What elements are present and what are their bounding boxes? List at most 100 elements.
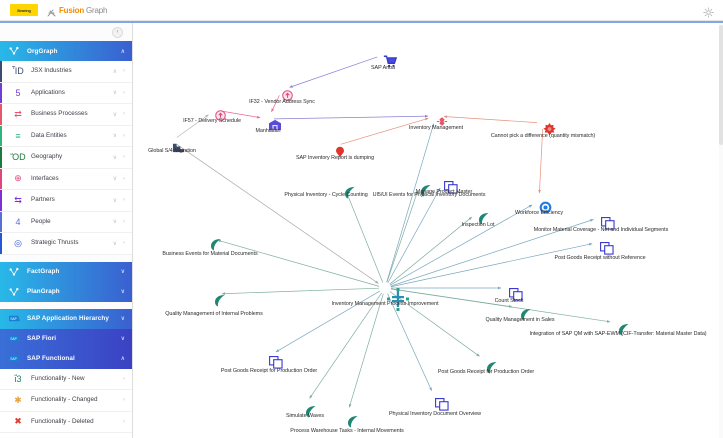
graph-node-label: Monitor Material Coverage - Net and Indi… [534,227,668,233]
arrow-right-icon[interactable]: › [123,219,125,225]
graph-node-label: Manage Product Master [416,189,472,195]
arrow-right-icon[interactable]: › [123,176,125,182]
graph-edge [390,217,472,284]
arrow-right-icon[interactable]: › [123,240,125,246]
arrow-right-icon[interactable]: › [123,90,125,96]
sidebar-section-label: SAP Fiori [27,335,121,342]
item-accent-bar [0,233,2,254]
graph-node-label: Physical Inventory Document Overview [389,411,481,417]
arrow-right-icon[interactable]: › [123,197,125,203]
sidebar-item-label: Functionality - Deleted [27,418,115,426]
sidebar-collapse-button[interactable]: ‹ [112,27,123,38]
graph-node-label: SAP Ariba [371,65,395,71]
sidebar-item-interfaces[interactable]: ⊕Interfaces∨ › [0,169,132,191]
sidebar-item-data-entities[interactable]: ≡Data Entities∨ › [0,126,132,148]
sidebar-collapse-row: ‹ [0,23,132,41]
graph-edge [310,293,382,398]
sidebar-item-functionality-new[interactable]: ἴ3Functionality - New› [0,369,132,391]
sidebar-section-label: FactGraph [27,268,121,275]
sidebar-item-geography[interactable]: ὌDGeography∨› [0,147,132,169]
canvas-scrollbar-track[interactable] [719,23,723,438]
svg-text:SAP: SAP [10,317,16,321]
chevron-icon[interactable]: ∨ [113,154,117,161]
sidebar-section-label: SAP Functional [27,355,121,362]
sidebar-section-label: OrgGraph [27,48,121,55]
sidebar-item-functionality-deprecated[interactable]: ὄEFunctionality - Deprecated› [0,433,132,438]
sidebar-item-label: Applications [27,89,111,97]
database-icon: ≡ [9,131,27,141]
arrow-right-icon[interactable]: › [123,397,125,403]
item-accent-bar [0,61,2,82]
sidebar-item-jsx-industries[interactable]: ἾDJSX Industries∧› [0,61,132,83]
arrow-right-icon[interactable]: › [123,154,125,160]
gear-icon[interactable] [703,5,714,16]
sap-icon: SAP [9,315,20,322]
graph-edge [290,57,378,87]
item-accent-bar [0,104,2,125]
sidebar-item-partners[interactable]: ⇆Partners∨› [0,190,132,212]
item-accent-bar [0,126,2,147]
header-actions [703,5,714,16]
chevron-icon: ∧ [121,48,125,55]
chevron-icon: ∨ [121,268,125,275]
graph-node-label: Cannot pick a difference (quantity misma… [491,133,595,139]
chevron-icon[interactable]: ∨ [113,175,117,182]
sidebar-section-factgraph[interactable]: FactGraph∨ [0,262,132,282]
graph-edge [390,205,532,285]
chevron-icon[interactable]: ∨ [113,132,117,139]
graph-edge [218,240,380,286]
sidebar-item-label: Interfaces [27,175,111,183]
graph-node-label: SAP Inventory Report is dumping [296,155,374,161]
graph-node-label: Inspection Lot [462,222,495,228]
graph-node-label: Physical Inventory - Cycle Counting [284,192,367,198]
monitor-icon: ὚5 [9,88,27,98]
sidebar-section-sap-fiori[interactable]: SAPSAP Fiori∨ [0,329,132,349]
chevron-icon[interactable]: ∧ [113,68,117,75]
graph-edge [349,294,383,408]
graph-canvas[interactable]: SAP AribaIF32 - Vendor Address SyncIF57 … [134,23,723,438]
brand-badge[interactable]: Bearing [10,4,38,16]
chevron-icon[interactable]: ∨ [113,218,117,225]
sap-icon: SAP [9,335,20,342]
arrow-right-icon[interactable]: › [123,133,125,139]
arrow-right-icon[interactable]: › [123,419,125,425]
arrow-right-icon[interactable]: › [123,376,125,382]
graph-node-label: Workforce Efficiency [515,210,563,216]
sidebar-item-business-processes[interactable]: ⇄Business Processes∨› [0,104,132,126]
graph-edge [274,116,428,119]
sidebar-section-orggraph[interactable]: OrgGraph∧ [0,41,132,61]
graph-node-label: Integration of SAP QM with SAP-EWM (CIF-… [529,331,706,337]
partners-icon: ⇆ [9,195,27,206]
process-icon: ⇄ [9,109,27,120]
people-icon: ὆4 [9,217,27,227]
graph-icon [9,267,20,277]
item-accent-bar [0,169,2,190]
arrow-right-icon[interactable]: › [123,68,125,74]
item-accent-bar [0,190,2,211]
sidebar-section-plangraph[interactable]: PlanGraph∨ [0,282,132,302]
chevron-icon[interactable]: ∨ [113,240,117,247]
interface-icon: ⊕ [9,173,27,184]
app-logo[interactable]: Fusion Graph [47,5,107,15]
chevron-icon[interactable]: ∨ [113,111,117,118]
sidebar-item-people[interactable]: ὆4People∨ › [0,212,132,234]
sidebar-item-functionality-changed[interactable]: ✱Functionality - Changed› [0,390,132,412]
sidebar-item-functionality-deleted[interactable]: ✖Functionality - Deleted› [0,412,132,434]
chevron-icon[interactable]: ∨ [113,197,117,204]
sidebar-item-strategic-thrusts[interactable]: ◎Strategic Thrusts∨› [0,233,132,255]
arrow-right-icon[interactable]: › [123,111,125,117]
item-accent-bar [0,390,2,411]
canvas-scrollbar-thumb[interactable] [719,25,723,145]
sidebar-section-sap-app-hierarchy[interactable]: SAPSAP Application Hierarchy∨ [0,309,132,329]
sidebar-item-applications[interactable]: ὚5Applications∨ › [0,83,132,105]
chevron-icon[interactable]: ∨ [113,89,117,96]
graph-node-label: Inventory Management Process Improvement [331,301,438,307]
chevron-icon: ∨ [121,315,125,322]
graph-node-label: Post Goods Receipt for Production Order [438,369,534,375]
sidebar-section-sap-functional[interactable]: SAPSAP Functional∧ [0,349,132,369]
sidebar-item-label: People [27,218,111,226]
item-accent-bar [0,212,2,233]
sidebar-item-label: Data Entities [27,132,111,140]
sidebar: ‹ OrgGraph∧ἾDJSX Industries∧›὚5Applicati… [0,23,133,438]
